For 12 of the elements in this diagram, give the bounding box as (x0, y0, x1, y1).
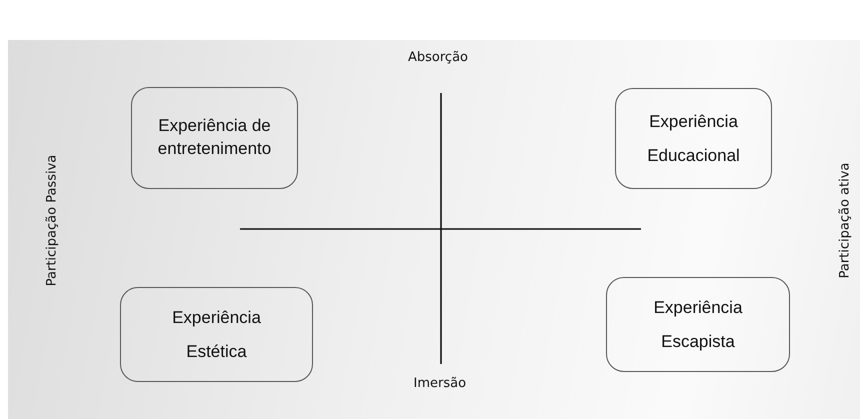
axis-label: Participação ativa (837, 162, 852, 278)
quadrant-label: Experiência Escapista (654, 296, 742, 352)
axis-label: Participação Passiva (44, 154, 60, 286)
quadrant-box (120, 287, 313, 382)
quadrant-box (606, 277, 790, 372)
quadrant-label: Experiência Educacional (647, 110, 740, 166)
quadrant-label: Experiência Estética (172, 306, 261, 362)
axis-label: Absorção (408, 50, 468, 64)
quadrant-box (131, 87, 298, 189)
axis-label: Imersão (414, 376, 466, 390)
quadrant-label: Experiência de entretenimento (158, 115, 272, 160)
quadrant-box (615, 88, 772, 189)
